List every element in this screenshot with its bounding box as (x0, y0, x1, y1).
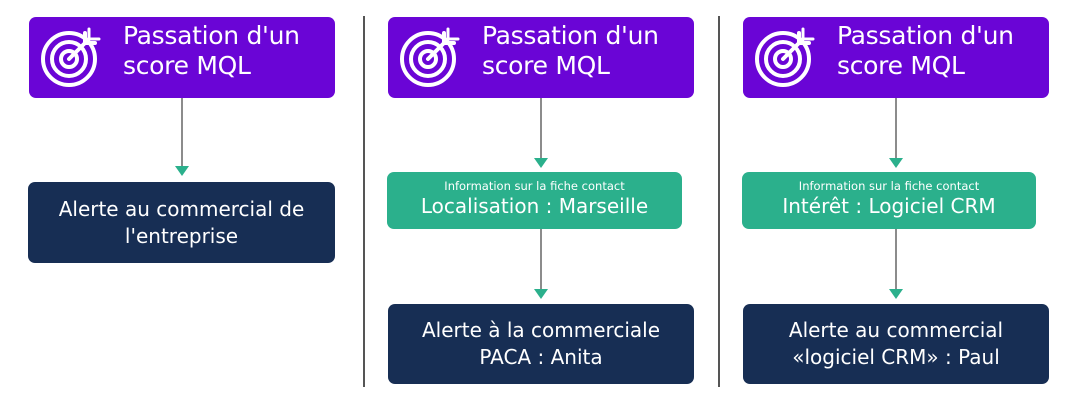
contact-info-box: Information sur la fiche contact Intérêt… (742, 172, 1036, 229)
info-label: Information sur la fiche contact (798, 179, 980, 193)
trigger-title: Passation d'un score MQL (482, 21, 659, 81)
trigger-title-line1: Passation d'un (837, 21, 1014, 50)
arrow-down-icon (175, 166, 189, 176)
trigger-title-line2: score MQL (123, 51, 251, 80)
trigger-title-line1: Passation d'un (123, 21, 300, 50)
info-value: Localisation : Marseille (420, 194, 649, 218)
arrow-down-icon (534, 289, 548, 299)
arrow-down-icon (889, 158, 903, 168)
connector-line (895, 98, 897, 160)
alert-box: Alerte au commercial «logiciel CRM» : Pa… (743, 304, 1049, 384)
connector-line (540, 229, 542, 291)
trigger-title-line2: score MQL (482, 51, 610, 80)
alert-line2: l'entreprise (124, 223, 239, 248)
trigger-box-mql-score: Passation d'un score MQL (29, 17, 335, 98)
trigger-title: Passation d'un score MQL (123, 21, 300, 81)
trigger-title-line2: score MQL (837, 51, 965, 80)
arrow-down-icon (534, 158, 548, 168)
column-separator (718, 16, 720, 387)
info-value: Intérêt : Logiciel CRM (782, 194, 996, 218)
trigger-box-mql-score: Passation d'un score MQL (388, 17, 694, 98)
target-icon (41, 27, 101, 87)
alert-line1: Alerte au commercial (788, 318, 1004, 342)
column-separator (363, 16, 365, 387)
alert-box: Alerte à la commerciale PACA : Anita (388, 304, 694, 384)
connector-line (540, 98, 542, 160)
contact-info-box: Information sur la fiche contact Localis… (387, 172, 682, 229)
alert-box: Alerte au commercial de l'entreprise (28, 182, 335, 263)
trigger-box-mql-score: Passation d'un score MQL (743, 17, 1049, 98)
trigger-title: Passation d'un score MQL (837, 21, 1014, 81)
alert-line1: Alerte au commercial de (58, 196, 305, 221)
trigger-title-line1: Passation d'un (482, 21, 659, 50)
arrow-down-icon (889, 289, 903, 299)
alert-line2: «logiciel CRM» : Paul (792, 345, 1000, 369)
alert-line1: Alerte à la commerciale (421, 318, 660, 342)
target-icon (755, 27, 815, 87)
connector-line (895, 229, 897, 291)
alert-line2: PACA : Anita (479, 345, 603, 369)
connector-line (181, 98, 183, 168)
info-label: Information sur la fiche contact (444, 179, 625, 193)
target-icon (400, 27, 460, 87)
